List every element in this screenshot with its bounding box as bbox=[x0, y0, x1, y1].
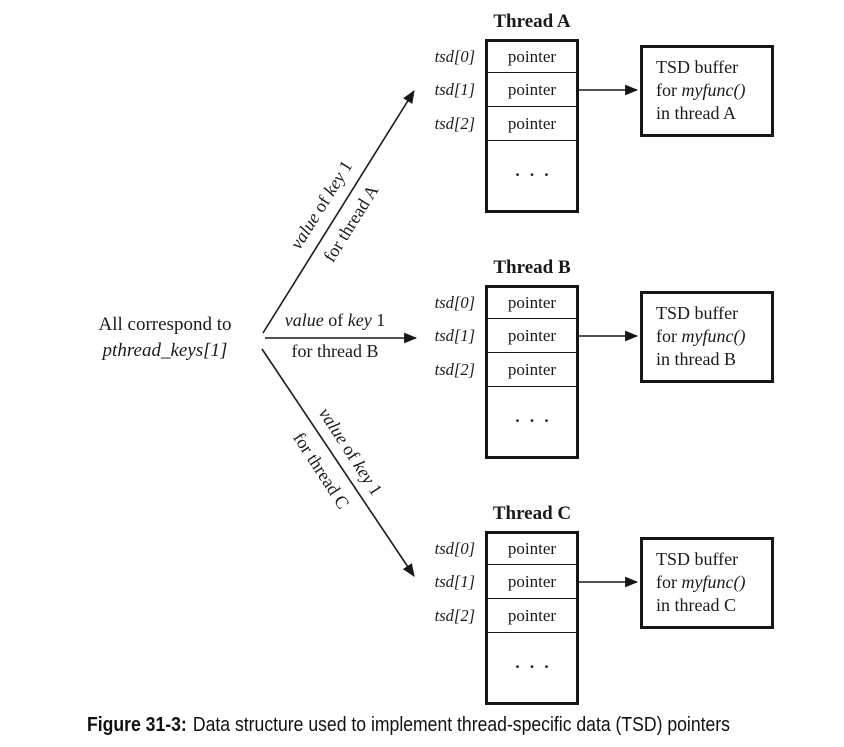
thread-c-table: pointer pointer pointer . . . bbox=[485, 531, 579, 705]
tsd2-label-c: tsd[2] bbox=[434, 606, 475, 625]
thread-c-title: Thread C bbox=[492, 503, 572, 524]
buffer-b-line1: TSD buffer bbox=[656, 303, 739, 323]
tsd0-label-c: tsd[0] bbox=[434, 539, 475, 558]
thread-a-table: pointer pointer pointer . . . bbox=[485, 39, 579, 213]
thread-b-title: Thread B bbox=[493, 257, 571, 278]
pointer-cell: pointer bbox=[488, 107, 576, 141]
thread-a-title: Thread A bbox=[493, 11, 571, 32]
buffer-c-line3: in thread C bbox=[656, 595, 736, 615]
pointer-cell: pointer bbox=[488, 534, 576, 565]
tsd1-label-c: tsd[1] bbox=[434, 572, 475, 591]
thread-b-table: pointer pointer pointer . . . bbox=[485, 285, 579, 459]
buffer-b-line3: in thread B bbox=[656, 349, 736, 369]
ellipsis-cell: . . . bbox=[515, 652, 552, 672]
pointer-cell: pointer bbox=[488, 319, 576, 353]
source-label-line2: pthread_keys[1] bbox=[102, 340, 228, 361]
tsd1-label-a: tsd[1] bbox=[434, 80, 475, 99]
buffer-c-line2: for myfunc() bbox=[656, 572, 746, 592]
pointer-cell: pointer bbox=[488, 353, 576, 387]
tsd0-label-a: tsd[0] bbox=[434, 47, 475, 66]
figure-caption: Figure 31-3:Data structure used to imple… bbox=[87, 713, 730, 738]
source-label: All correspond to pthread_keys[1] bbox=[70, 312, 260, 364]
buffer-b-line2: for myfunc() bbox=[656, 326, 746, 346]
pointer-cell: pointer bbox=[488, 565, 576, 599]
buffer-a-line1: TSD buffer bbox=[656, 57, 739, 77]
tsd2-label-a: tsd[2] bbox=[434, 114, 475, 133]
source-label-line1: All correspond to bbox=[98, 314, 232, 335]
buffer-a-line2: for myfunc() bbox=[656, 80, 746, 100]
tsd1-label-b: tsd[1] bbox=[434, 326, 475, 345]
arrow-key-to-thread-a bbox=[262, 90, 415, 334]
ellipsis-cell: . . . bbox=[515, 160, 552, 180]
ellipsis-cell: . . . bbox=[515, 406, 552, 426]
buffer-c-line1: TSD buffer bbox=[656, 549, 739, 569]
pointer-cell: pointer bbox=[488, 73, 576, 107]
tsd-buffer-c: TSD buffer for myfunc() in thread C bbox=[640, 537, 774, 629]
pointer-cell: pointer bbox=[488, 42, 576, 73]
arrow-key-to-thread-c bbox=[261, 348, 415, 577]
pointer-cell: pointer bbox=[488, 288, 576, 319]
pointer-cell: pointer bbox=[488, 599, 576, 633]
tsd-buffer-a: TSD buffer for myfunc() in thread A bbox=[640, 45, 774, 137]
figure-caption-text: Data structure used to implement thread-… bbox=[192, 714, 730, 736]
figure-caption-label: Figure 31-3: bbox=[87, 714, 187, 736]
arrow-label-b-line2: for thread B bbox=[291, 341, 379, 361]
tsd0-label-b: tsd[0] bbox=[434, 293, 475, 312]
tsd-buffer-b: TSD buffer for myfunc() in thread B bbox=[640, 291, 774, 383]
tsd2-label-b: tsd[2] bbox=[434, 360, 475, 379]
arrow-label-b-line1: value of key 1 bbox=[284, 310, 386, 330]
buffer-a-line3: in thread A bbox=[656, 103, 736, 123]
